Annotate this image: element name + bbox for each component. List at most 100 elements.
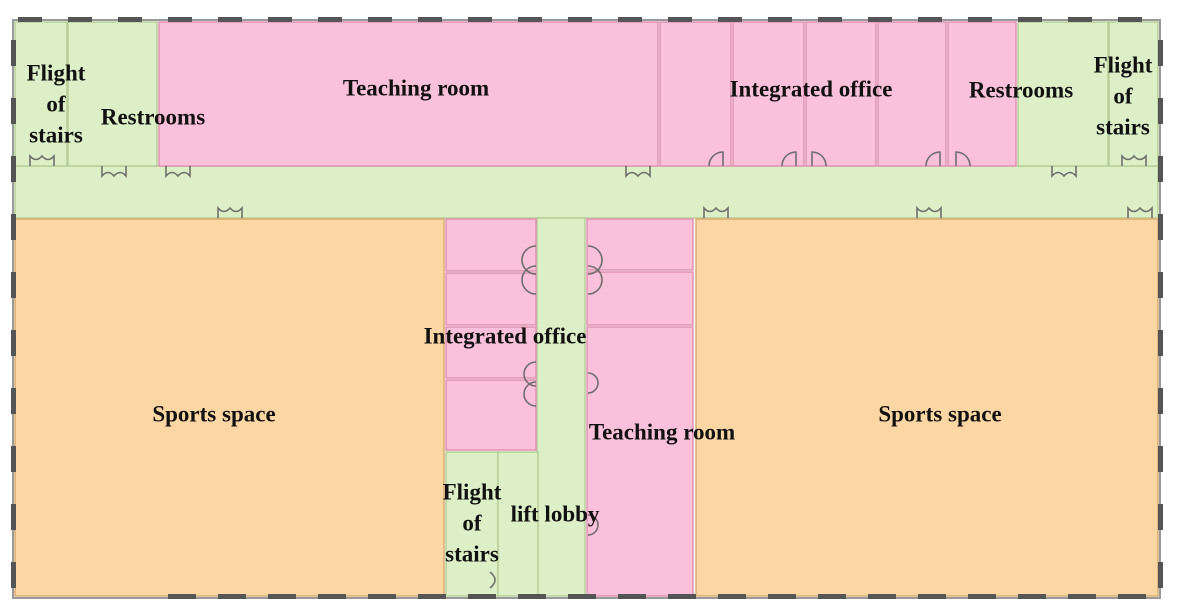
wall-segment xyxy=(968,17,992,22)
wall-segment xyxy=(1158,330,1163,356)
wall-segment xyxy=(518,17,542,22)
office-center-3 xyxy=(445,326,537,379)
office-center-6 xyxy=(586,271,694,326)
wall-segment xyxy=(268,17,292,22)
wall-segment xyxy=(11,40,16,66)
wall-segment xyxy=(1158,446,1163,472)
wall-segment xyxy=(818,594,846,599)
wall-segment xyxy=(168,17,192,22)
door-swing xyxy=(1127,205,1153,218)
door-swing xyxy=(1121,153,1147,166)
door-swing xyxy=(523,361,537,387)
wall-segment xyxy=(918,17,942,22)
door-swing xyxy=(521,245,537,275)
wall-segment xyxy=(1158,214,1163,240)
wall-segment xyxy=(11,272,16,298)
door-swing xyxy=(587,372,599,394)
wall-segment xyxy=(618,17,642,22)
wall-segment xyxy=(1158,388,1163,414)
wall-segment xyxy=(418,594,446,599)
door-swing xyxy=(521,265,537,295)
office-center-1 xyxy=(445,218,537,272)
wall-segment xyxy=(1158,272,1163,298)
sports-space-w xyxy=(14,218,445,597)
wall-segment xyxy=(468,17,492,22)
wall-segment xyxy=(868,594,896,599)
wall-segment xyxy=(918,594,946,599)
door-swing xyxy=(217,205,243,218)
wall-segment xyxy=(1118,594,1146,599)
wall-segment xyxy=(568,17,592,22)
wall-segment xyxy=(1018,594,1046,599)
wall-segment xyxy=(1018,17,1042,22)
wall-segment xyxy=(818,17,842,22)
wall-segment xyxy=(11,156,16,182)
office-center-5 xyxy=(586,218,694,271)
door-swing xyxy=(29,153,55,166)
door-swing xyxy=(925,151,941,167)
outer-wall-segments xyxy=(11,17,1163,599)
office-center-4 xyxy=(445,379,537,451)
wall-segment xyxy=(1158,562,1163,588)
wall-segment xyxy=(11,214,16,240)
teaching-room-top xyxy=(158,21,659,167)
wall-segment xyxy=(968,594,996,599)
door-swing xyxy=(916,205,942,218)
stairwell-nw xyxy=(14,21,68,167)
door-swing xyxy=(625,166,651,179)
office-top-5 xyxy=(947,21,1017,167)
door-swing xyxy=(811,151,827,167)
door-swing xyxy=(101,166,127,179)
door-swing xyxy=(489,571,496,589)
wall-segment xyxy=(11,446,16,472)
wall-segment xyxy=(318,594,346,599)
wall-segment xyxy=(868,17,892,22)
sports-space-e xyxy=(695,218,1159,597)
door-swing xyxy=(703,205,729,218)
wall-segment xyxy=(768,594,796,599)
door-swing xyxy=(587,514,599,536)
corridor-main xyxy=(14,165,1159,219)
wall-segment xyxy=(618,594,646,599)
door-swing xyxy=(955,151,971,167)
wall-segment xyxy=(218,594,246,599)
office-top-1 xyxy=(659,21,732,167)
wall-segment xyxy=(518,594,546,599)
office-top-3 xyxy=(805,21,877,167)
wall-segment xyxy=(468,594,496,599)
wall-segment xyxy=(1068,594,1096,599)
office-top-4 xyxy=(877,21,947,167)
wall-segment xyxy=(11,562,16,588)
teaching-room-center xyxy=(586,326,694,597)
wall-segment xyxy=(718,594,746,599)
wall-segment xyxy=(1158,40,1163,66)
lift-lobby-block xyxy=(497,451,539,597)
wall-segment xyxy=(168,594,196,599)
wall-segment xyxy=(218,17,242,22)
restrooms-w-block xyxy=(67,21,158,167)
stairwell-center xyxy=(445,451,499,597)
door-swing xyxy=(165,166,191,179)
door-swing xyxy=(587,245,603,275)
door-swing xyxy=(708,151,724,167)
wall-segment xyxy=(368,594,396,599)
corridor-vertical xyxy=(536,217,586,597)
wall-segment xyxy=(118,17,142,22)
wall-segment xyxy=(68,17,92,22)
wall-segment xyxy=(568,594,596,599)
wall-segment xyxy=(668,594,696,599)
wall-segment xyxy=(368,17,392,22)
wall-segment xyxy=(1068,17,1092,22)
door-swing xyxy=(781,151,797,167)
wall-segment xyxy=(11,504,16,530)
wall-segment xyxy=(318,17,342,22)
wall-segment xyxy=(11,330,16,356)
wall-segment xyxy=(268,594,296,599)
wall-segment xyxy=(1118,17,1142,22)
door-swings xyxy=(29,151,1153,589)
wall-segment xyxy=(1158,98,1163,124)
wall-segment xyxy=(1158,156,1163,182)
wall-segment xyxy=(11,388,16,414)
office-top-2 xyxy=(732,21,805,167)
